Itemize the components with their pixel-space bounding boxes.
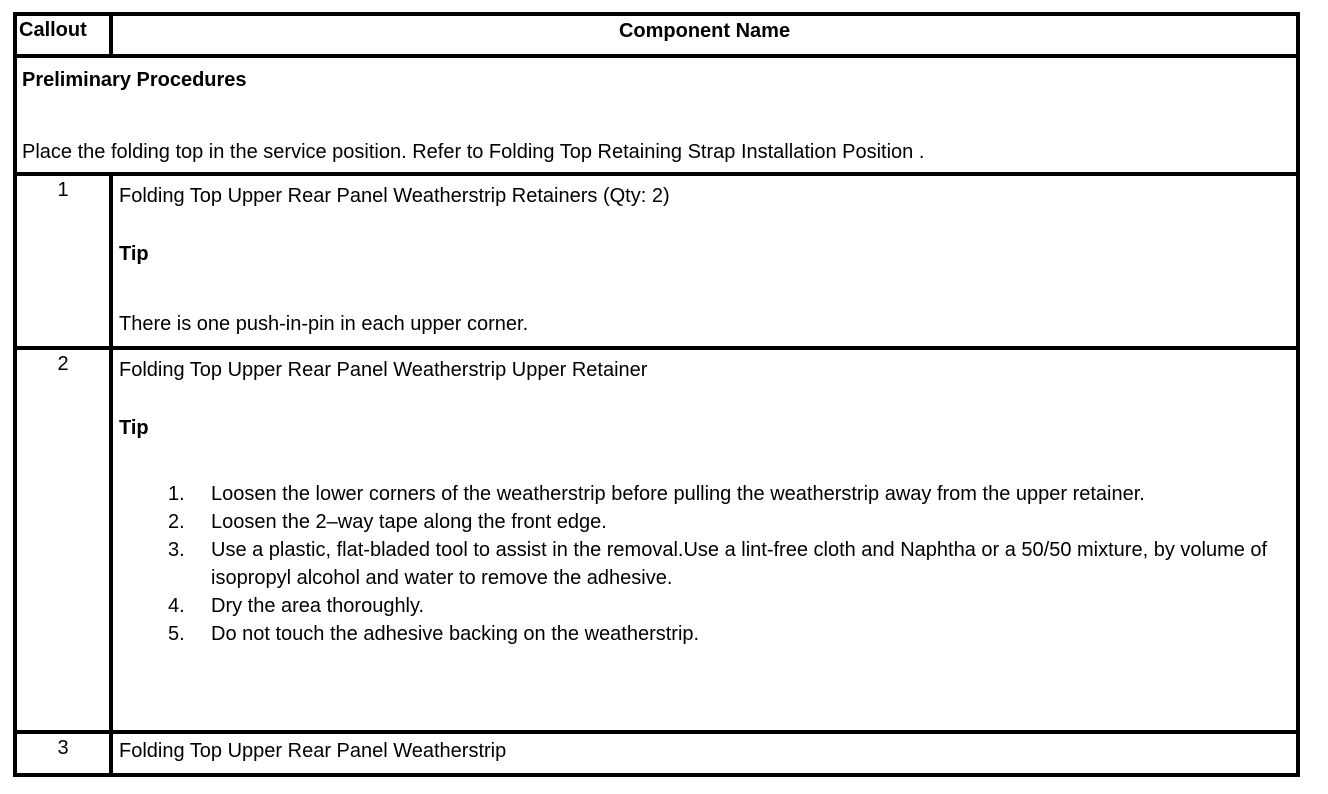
tip-step-5: Do not touch the adhesive backing on the…: [168, 620, 700, 648]
tip-step-1: Loosen the lower corners of the weathers…: [168, 480, 1145, 508]
component-name-column-header: Component Name: [109, 12, 1300, 58]
component-cell-2: Folding Top Upper Rear Panel Weatherstri…: [109, 346, 1300, 734]
callout-column-header: Callout: [13, 12, 113, 58]
preliminary-procedures-text: Place the folding top in the service pos…: [22, 141, 925, 163]
table-header-row: Callout Component Name: [13, 12, 1300, 58]
tip-step-2: Loosen the 2–way tape along the front ed…: [168, 508, 607, 536]
component-callout-table: Callout Component Name Preliminary Proce…: [13, 12, 1300, 777]
preliminary-procedures-row: Preliminary Procedures Place the folding…: [13, 54, 1300, 176]
tip-step-4: Dry the area thoroughly.: [168, 592, 425, 620]
tip-label: Tip: [119, 243, 149, 265]
table-row-3: 3 Folding Top Upper Rear Panel Weatherst…: [13, 730, 1300, 777]
callout-number-3: 3: [13, 730, 113, 777]
tip-label: Tip: [119, 417, 149, 439]
component-title: Folding Top Upper Rear Panel Weatherstri…: [119, 359, 648, 381]
callout-number-2: 2: [13, 346, 113, 734]
tip-step-3: Use a plastic, flat-bladed tool to assis…: [168, 536, 1268, 589]
component-title: Folding Top Upper Rear Panel Weatherstri…: [119, 740, 507, 762]
component-cell-3: Folding Top Upper Rear Panel Weatherstri…: [109, 730, 1300, 777]
preliminary-procedures-cell: Preliminary Procedures Place the folding…: [13, 54, 1300, 176]
tip-text: There is one push-in-pin in each upper c…: [119, 313, 529, 335]
table-row-2: 2 Folding Top Upper Rear Panel Weatherst…: [13, 346, 1300, 734]
table-row-1: 1 Folding Top Upper Rear Panel Weatherst…: [13, 172, 1300, 350]
component-cell-1: Folding Top Upper Rear Panel Weatherstri…: [109, 172, 1300, 350]
callout-number-1: 1: [13, 172, 113, 350]
tip-steps-list: Loosen the lower corners of the weathers…: [119, 480, 1288, 648]
preliminary-procedures-title: Preliminary Procedures: [22, 69, 247, 91]
component-title: Folding Top Upper Rear Panel Weatherstri…: [119, 185, 670, 207]
